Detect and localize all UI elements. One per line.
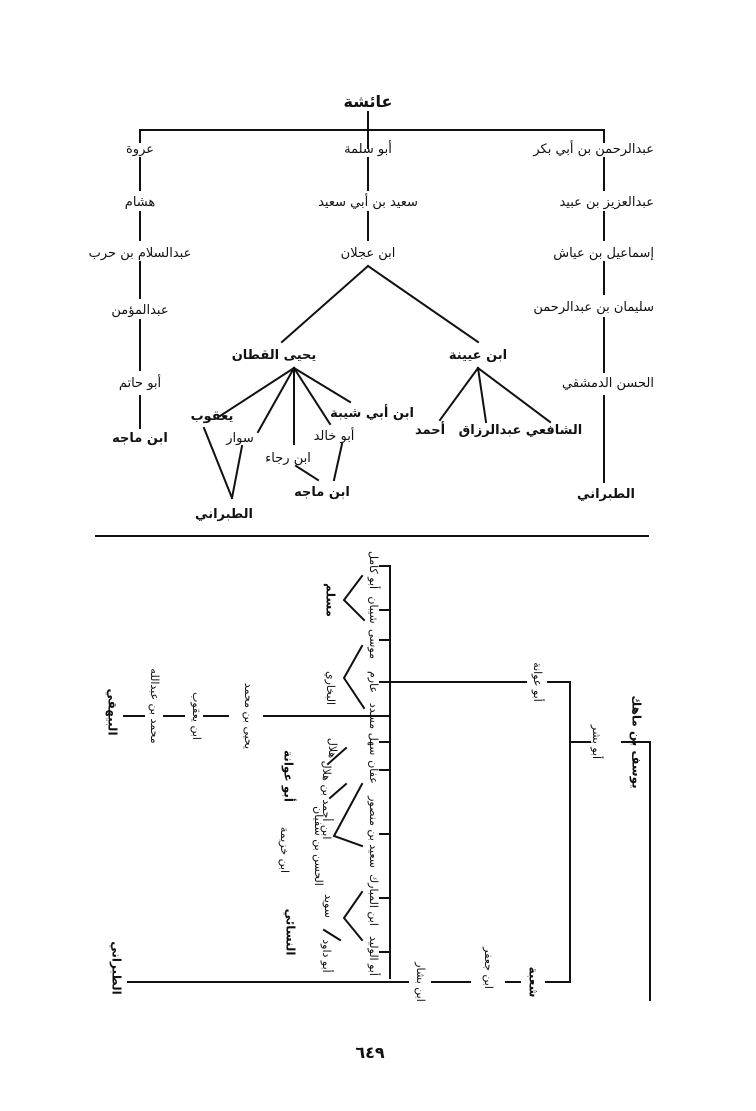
tree-line — [342, 574, 366, 622]
branch-line — [280, 264, 370, 344]
node-shuba: شعبة — [527, 967, 541, 998]
node-ibn-raja: ابن رجاء — [265, 451, 311, 466]
node-sawwar: سوار — [225, 431, 254, 446]
node-l5: ابن ماجه — [112, 431, 168, 446]
node-tabarani: الطبراني — [110, 941, 124, 994]
node-m0: أبو سلمة — [344, 140, 392, 157]
bottom-isnad-tree: يوسف بن ماهك أبو بشر أبو عوانة شعبة ابن … — [106, 551, 651, 1002]
node-shafii: الشافعي — [526, 423, 582, 438]
node-yusuf: يوسف بن ماهك — [629, 695, 644, 788]
node-nasai: النسائي — [284, 909, 298, 956]
tree-line — [326, 746, 348, 766]
node-ibn-bashshar: ابن بشار — [414, 961, 427, 1002]
node-muhammad-ibn-abdullah: محمد بن عبدالله — [148, 668, 161, 743]
node-l2: عبدالسلام بن حرب — [89, 246, 192, 261]
node-abu-kamil: أبو كامل — [367, 551, 381, 589]
node-r5: الطبراني — [577, 487, 635, 502]
node-r3: سليمان بن عبدالرحمن — [533, 300, 654, 315]
node-yaqub: يعقوب — [191, 409, 234, 424]
branch-line — [218, 366, 296, 418]
branch-line — [332, 442, 344, 482]
branch-line — [292, 366, 352, 404]
node-suwayd: سويد — [322, 894, 335, 918]
node-abu-awana: أبو عوانة — [531, 662, 545, 702]
branch-line — [256, 366, 296, 434]
node-ibn-al-mubarak: ابن المبارك — [367, 874, 380, 926]
branch-line — [366, 264, 480, 344]
node-m1: سعيد بن أبي سعيد — [318, 193, 418, 210]
node-abu-khalid: أبو خالد — [314, 427, 355, 444]
node-bukhari: البخاري — [324, 671, 337, 705]
branch-line — [292, 366, 332, 426]
node-ibn-yaqub: ابن يعقوب — [190, 692, 203, 740]
root-name: عائشة — [344, 92, 393, 111]
node-muslim: مسلم — [324, 583, 338, 617]
branch-line — [438, 366, 480, 422]
branch-line — [294, 464, 320, 482]
node-musa: موسى — [367, 629, 380, 659]
node-yahya: يحيى القطان — [232, 348, 317, 363]
node-ibn-khuzayma: ابن خزيمة — [278, 827, 291, 873]
branch-line — [476, 366, 488, 424]
tree-line — [332, 782, 364, 848]
node-abu-awana-2: أبو عوانة — [281, 750, 297, 802]
node-musaddad: مسدد — [367, 703, 380, 729]
node-abu-bishr: أبو بشر — [590, 724, 604, 759]
tree-line — [322, 928, 342, 942]
node-m2: ابن عجلان — [341, 246, 396, 261]
node-r2: إسماعيل بن عياش — [553, 246, 654, 261]
node-sahl: سهل — [367, 733, 380, 756]
node-abu-al-walid: أبو الوليد — [367, 936, 381, 976]
node-l1: هشام — [125, 195, 156, 210]
branch-line — [230, 444, 244, 500]
node-hilal: هلال — [326, 738, 339, 759]
tree-line — [328, 782, 348, 800]
node-arim: عارم — [367, 671, 380, 693]
node-ibn-abi-shayba: ابن أبي شيبة — [330, 404, 414, 421]
branch-line — [476, 366, 552, 424]
top-isnad-tree: عائشة عبدالرحمن بن أبي بكر عبدالعزيز بن … — [89, 92, 654, 522]
node-tabarani-2: الطبراني — [195, 507, 253, 522]
node-shayban: شيبان — [367, 596, 380, 623]
node-r4: الحسن الدمشقي — [562, 376, 654, 391]
node-hasan-ibn-sufyan: الحسن بن سفيان — [312, 806, 325, 886]
node-l4: أبو حاتم — [119, 374, 161, 391]
node-l3: عبدالمؤمن — [111, 303, 168, 318]
page-number: ٦٤٩ — [355, 1043, 385, 1062]
branch-line — [202, 426, 234, 500]
node-bayhaqi: البيهقي — [106, 688, 120, 735]
node-ahmad: أحمد — [415, 421, 445, 438]
node-r1: عبدالعزيز بن عبيد — [559, 195, 654, 210]
node-ibn-ahmad-ibn-hilal: ابن أحمد بن هلال — [320, 761, 334, 840]
node-r0: عبدالرحمن بن أبي بكر — [532, 140, 654, 157]
node-abu-dawud: أبو داود — [320, 939, 334, 972]
node-l0: عروة — [126, 142, 154, 157]
tree-line — [342, 890, 364, 942]
node-said-ibn-mansur: سعيد بن منصور — [367, 795, 380, 868]
node-ibn-majah-2: ابن ماجه — [294, 485, 350, 500]
tree-line — [342, 644, 366, 710]
node-ibn-jafar: ابن جعفر — [482, 946, 495, 989]
node-affan: عفان — [367, 760, 380, 784]
node-ibn-uyayna: ابن عيينة — [449, 348, 507, 363]
node-abdulrazzaq: عبدالرزاق — [459, 423, 522, 438]
node-yahya-ibn-muhammad: يحيى بن محمد — [242, 683, 255, 749]
